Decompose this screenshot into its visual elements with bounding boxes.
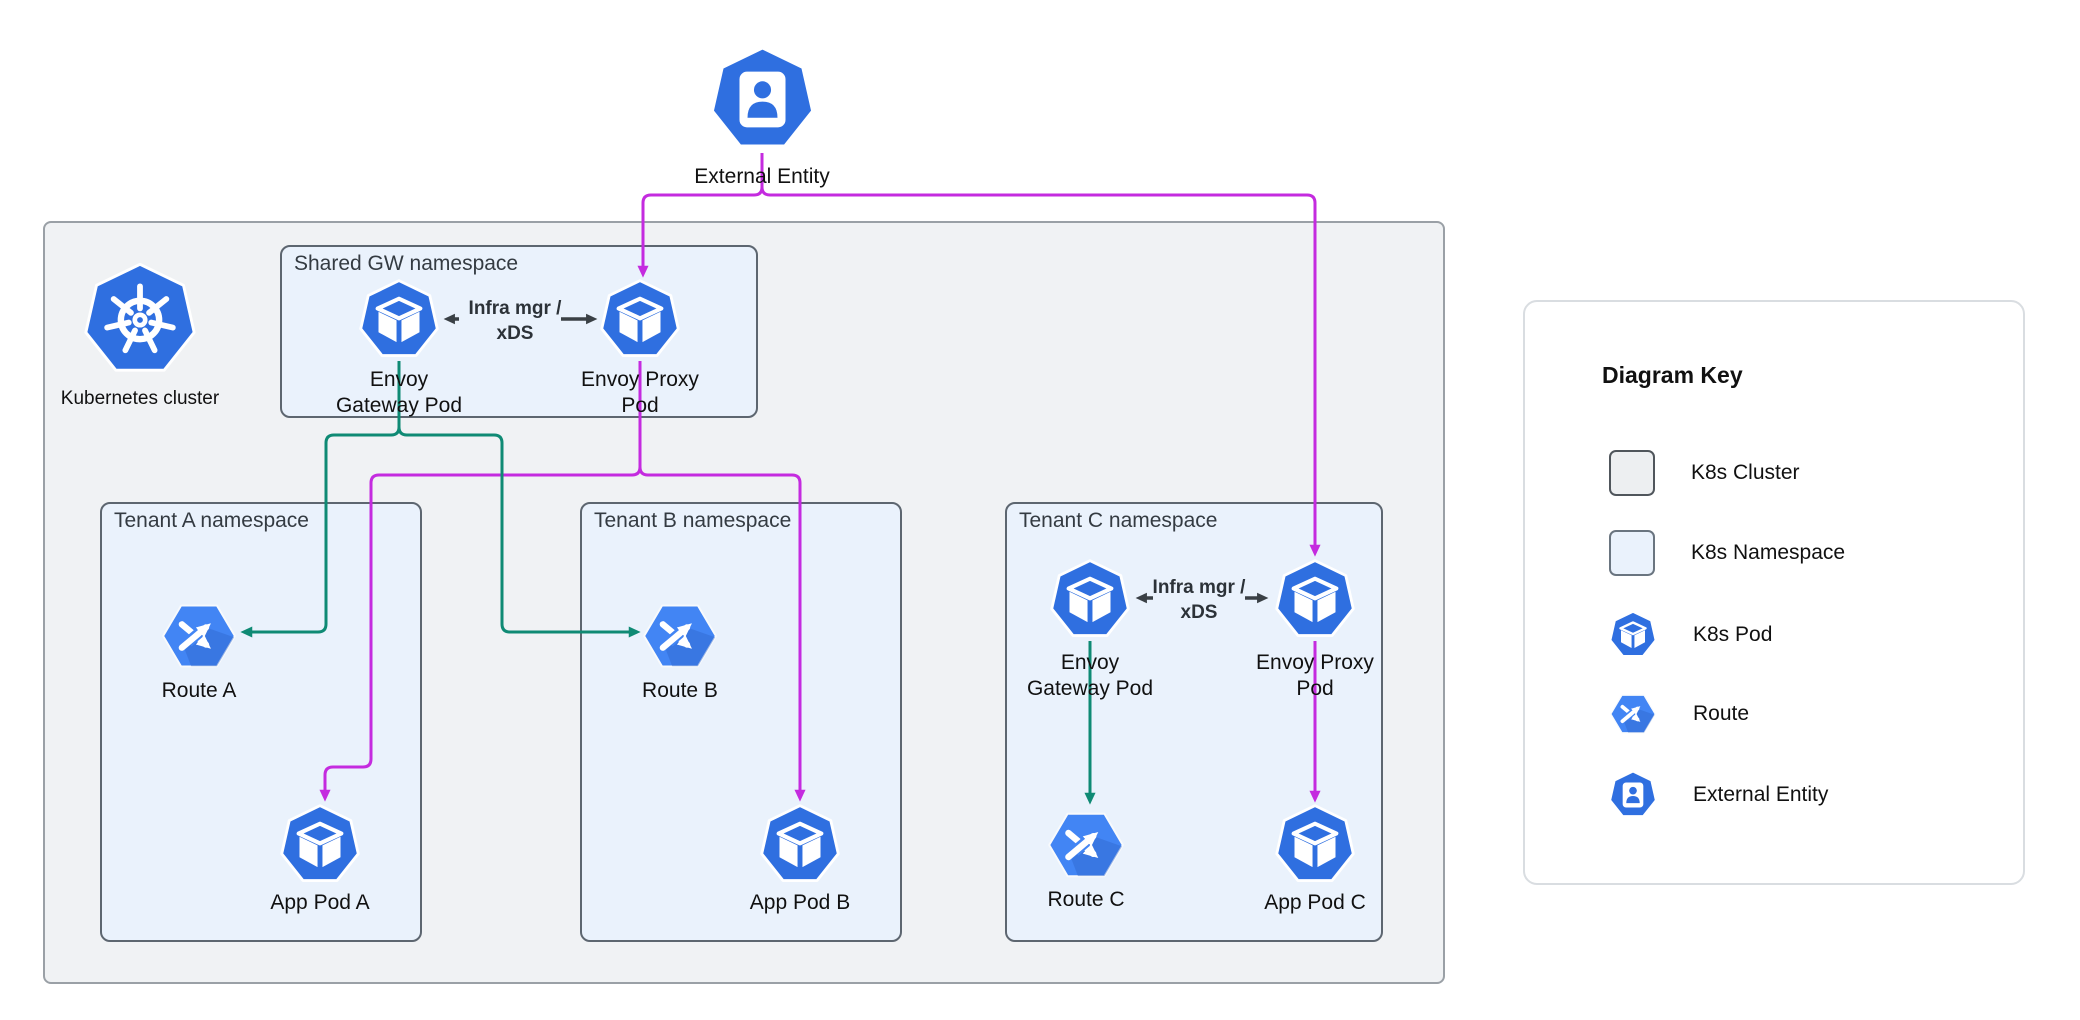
route-a-label: Route A xyxy=(161,679,237,702)
k8s-namespace-swatch xyxy=(1609,530,1655,576)
key-label-route: Route xyxy=(1693,702,1750,725)
kubernetes-cluster-label: Kubernetes cluster xyxy=(60,388,220,409)
tenant-a-namespace-box: Tenant A namespace xyxy=(100,502,422,942)
shared-envoy-proxy-pod-label: Envoy Proxy Pod xyxy=(581,368,699,417)
xds-edges xyxy=(443,313,1269,604)
key-row-external-entity: External Entity xyxy=(1609,771,1828,819)
app-pod-c-icon xyxy=(1274,804,1356,886)
tenant-a-namespace-title: Tenant A namespace xyxy=(114,509,309,532)
tenant-c-envoy-proxy-pod-label: Envoy Proxy Pod xyxy=(1256,651,1374,700)
k8s-cluster-swatch xyxy=(1609,450,1655,496)
key-row-route: Route xyxy=(1609,690,1749,738)
shared-envoy-gateway-pod-label: Envoy Gateway Pod xyxy=(335,368,463,417)
shared-gw-namespace-title: Shared GW namespace xyxy=(294,252,519,275)
shared-envoy-proxy-pod-icon xyxy=(599,279,681,361)
key-row-cluster: K8s Cluster xyxy=(1609,449,1800,497)
tenant-b-namespace-box: Tenant B namespace xyxy=(580,502,902,942)
route-b-icon xyxy=(641,597,719,675)
tenant-c-envoy-proxy-pod-icon xyxy=(1274,559,1356,641)
external-entity-label: External Entity xyxy=(694,165,830,188)
tenant-b-namespace-title: Tenant B namespace xyxy=(594,509,792,532)
app-pod-c-label: App Pod C xyxy=(1264,891,1366,914)
route-c-label: Route C xyxy=(1047,888,1125,911)
green-config-edges xyxy=(240,361,1096,805)
key-label-cluster: K8s Cluster xyxy=(1691,461,1800,484)
external-entity-icon xyxy=(709,46,816,153)
app-pod-b-label: App Pod B xyxy=(749,891,851,914)
diagram-key-panel: Diagram Key K8s Cluster K8s Namespace K8… xyxy=(1523,300,2025,885)
app-pod-a-icon xyxy=(279,804,361,886)
diagram-key-title: Diagram Key xyxy=(1602,362,1743,388)
shared-envoy-gateway-pod-icon xyxy=(358,279,440,361)
kubernetes-logo-icon xyxy=(82,262,198,378)
app-pod-b-icon xyxy=(759,804,841,886)
key-label-pod: K8s Pod xyxy=(1693,623,1773,646)
tenant-c-namespace-title: Tenant C namespace xyxy=(1019,509,1218,532)
key-row-pod: K8s Pod xyxy=(1609,611,1772,659)
tenant-c-envoy-gateway-pod-label: Envoy Gateway Pod xyxy=(1026,651,1154,700)
app-pod-a-label: App Pod A xyxy=(270,891,370,914)
route-a-icon xyxy=(160,597,238,675)
key-row-namespace: K8s Namespace xyxy=(1609,529,1845,577)
key-label-external-entity: External Entity xyxy=(1693,783,1829,806)
tenant-c-xds-edge-label: Infra mgr / xDS xyxy=(1152,577,1246,623)
route-c-icon xyxy=(1046,805,1126,885)
route-b-label: Route B xyxy=(642,679,718,702)
shared-xds-edge-label: Infra mgr / xDS xyxy=(468,298,562,344)
shared-gw-namespace-box: Shared GW namespace xyxy=(280,245,758,418)
key-label-namespace: K8s Namespace xyxy=(1691,541,1846,564)
magenta-traffic-edges xyxy=(319,153,1321,803)
